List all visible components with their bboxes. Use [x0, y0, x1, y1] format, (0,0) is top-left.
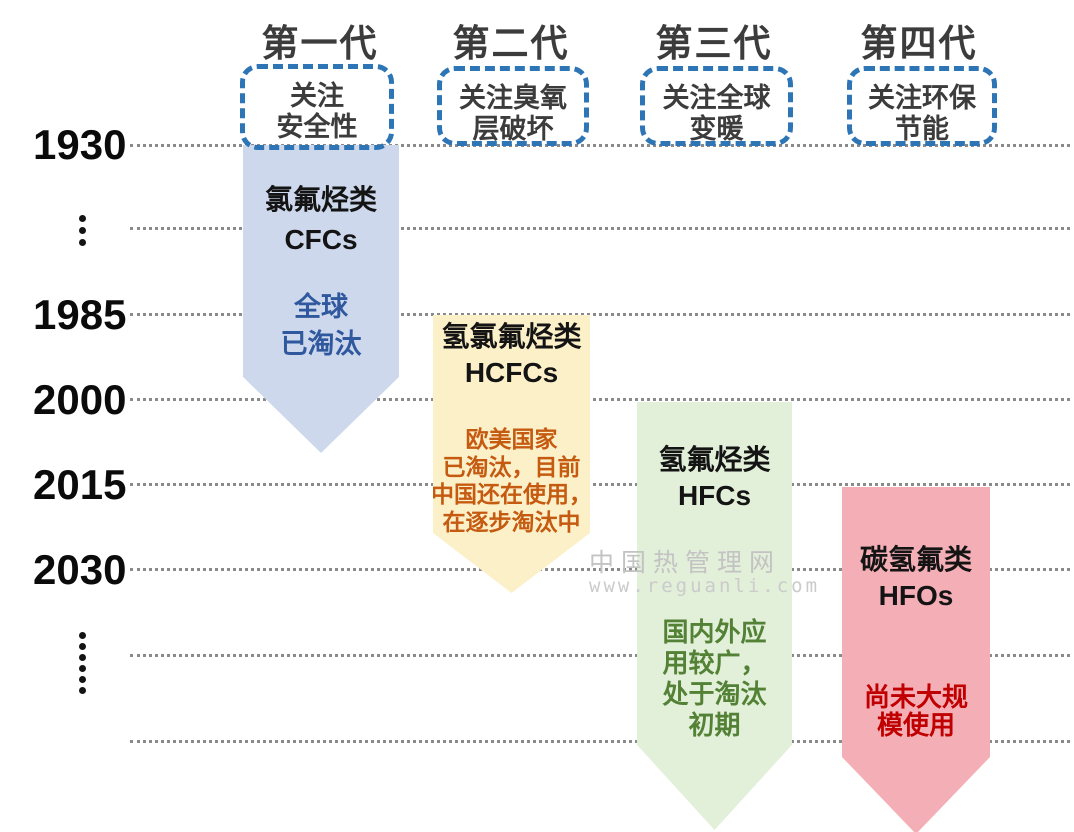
- substance-label: 氯氟烃类 CFCs: [264, 184, 377, 255]
- watermark-site-url: www.reguanli.com: [589, 575, 821, 597]
- generation-header: 第一代: [261, 23, 379, 64]
- timeline-gridline: [130, 227, 1070, 230]
- status-text: 欧美国家 已淘汰，目前 中国还在使用， 在逐步淘汰中: [431, 426, 592, 535]
- focus-box: 关注环保 节能: [847, 66, 997, 146]
- timeline-ellipsis: [79, 215, 86, 246]
- generation-arrow: 氢氟烃类 HFCs 国内外应 用较广， 处于淘汰 初期: [637, 402, 792, 830]
- timeline-gridline: [130, 568, 1070, 571]
- timeline-gridline: [130, 654, 1070, 657]
- generation-header: 第二代: [452, 23, 570, 64]
- timeline-gridline: [130, 313, 1070, 316]
- status-text: 尚未大规 模使用: [863, 682, 968, 740]
- focus-box: 关注臭氧 层破坏: [437, 66, 589, 146]
- timeline-gridline: [130, 740, 1070, 743]
- timeline-year-label: 1930: [33, 121, 127, 168]
- focus-box: 关注全球 变暖: [640, 66, 793, 146]
- generation-arrow: 氯氟烃类 CFCs 全球 已淘汰: [243, 145, 399, 453]
- focus-box: 关注 安全性: [240, 64, 394, 150]
- timeline-year-label: 2000: [33, 376, 127, 423]
- watermark-site-name: 中国热管理网: [589, 548, 782, 577]
- status-text: 国内外应 用较广， 处于淘汰 初期: [662, 617, 767, 740]
- timeline-gridline: [130, 483, 1070, 486]
- timeline-ellipsis: [79, 632, 86, 694]
- generation-header: 第三代: [655, 23, 773, 64]
- timeline-year-label: 2015: [33, 461, 127, 508]
- generation-header: 第四代: [860, 23, 978, 64]
- substance-label: 氢氯氟烃类 HCFCs: [441, 321, 582, 388]
- substance-label: 碳氢氟类 HFOs: [859, 544, 972, 611]
- generation-arrow: 氢氯氟烃类 HCFCs 欧美国家 已淘汰，目前 中国还在使用， 在逐步淘汰中: [433, 315, 590, 593]
- timeline-year-label: 2030: [33, 546, 127, 593]
- timeline-gridline: [130, 144, 1070, 147]
- timeline-year-label: 1985: [33, 291, 127, 338]
- generation-arrow: 碳氢氟类 HFOs 尚未大规 模使用: [842, 487, 990, 832]
- substance-label: 氢氟烃类 HFCs: [658, 444, 771, 511]
- status-text: 全球 已淘汰: [280, 292, 362, 359]
- timeline-gridline: [130, 398, 1070, 401]
